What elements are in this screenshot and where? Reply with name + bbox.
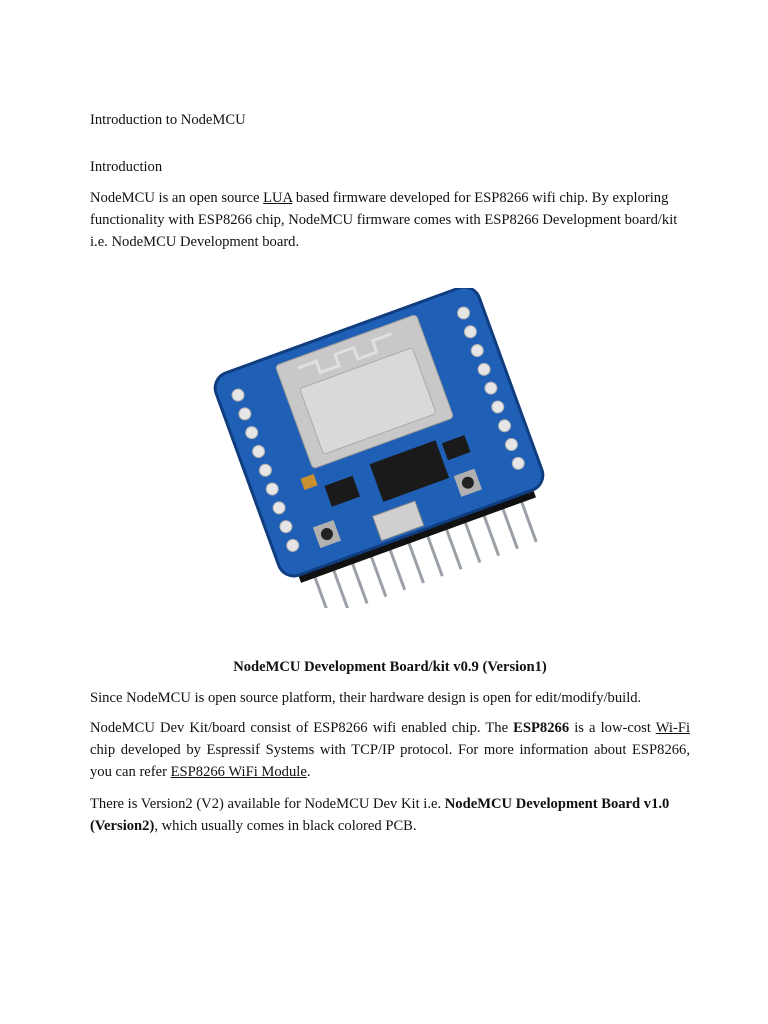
open-source-paragraph: Since NodeMCU is open source platform, t…: [90, 690, 642, 706]
para3-text-4: .: [306, 764, 311, 780]
esp8266-bold: ESP8266: [513, 720, 570, 736]
version2-paragraph: There is Version2 (V2) available for Nod…: [90, 793, 690, 837]
wifi-link[interactable]: Wi-Fi: [655, 720, 690, 736]
para4-text-1: There is Version2 (V2) available for Nod…: [90, 796, 445, 812]
para1-text-2: based firmware developed for ESP8266 wif…: [90, 190, 678, 250]
para3-text-2: is a low-cost: [569, 720, 656, 736]
lua-link[interactable]: LUA: [263, 190, 293, 206]
para3-text-1: NodeMCU Dev Kit/board consist of ESP8266…: [90, 720, 514, 736]
section-heading: Introduction: [90, 159, 163, 175]
para4-text-2: , which usually comes in black colored P…: [154, 818, 417, 834]
intro-paragraph: NodeMCU is an open source LUA based firm…: [90, 187, 690, 253]
para3-text-3: chip developed by Espressif Systems with…: [90, 742, 690, 780]
version2-bold: NodeMCU Development Board v1.0 (Version2…: [90, 796, 670, 834]
figure-caption: NodeMCU Development Board/kit v0.9 (Vers…: [233, 659, 547, 675]
document-title: Introduction to NodeMCU: [90, 112, 246, 128]
devkit-paragraph: NodeMCU Dev Kit/board consist of ESP8266…: [90, 717, 690, 783]
para1-text-1: NodeMCU is an open source: [90, 190, 264, 206]
nodemcu-board-image: [213, 288, 545, 608]
esp8266-module-link[interactable]: ESP8266 WiFi Module: [170, 764, 307, 780]
